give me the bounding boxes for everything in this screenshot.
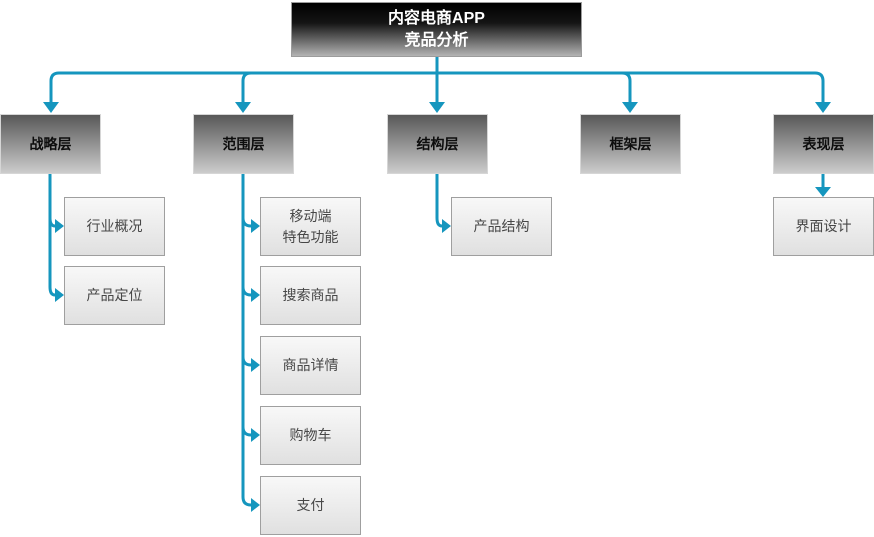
leaf-mobile-special-features: 移动端 特色功能 [260, 197, 361, 256]
root-node-competitive-analysis: 内容电商APP 竞品分析 [291, 2, 582, 57]
branch-scope-layer: 范围层 [193, 114, 294, 174]
leaf-shopping-cart: 购物车 [260, 406, 361, 465]
branch-structure-layer: 结构层 [387, 114, 488, 174]
leaf-search-products: 搜索商品 [260, 266, 361, 325]
leaf-ui-design: 界面设计 [773, 197, 874, 256]
leaf-payment: 支付 [260, 476, 361, 535]
leaf-industry-overview: 行业概况 [64, 197, 165, 256]
branch-presentation-layer: 表现层 [773, 114, 874, 174]
leaf-product-positioning: 产品定位 [64, 266, 165, 325]
leaf-product-detail: 商品详情 [260, 336, 361, 395]
branch-frame-layer: 框架层 [580, 114, 681, 174]
leaf-product-structure: 产品结构 [451, 197, 552, 256]
branch-strategy-layer: 战略层 [0, 114, 101, 174]
